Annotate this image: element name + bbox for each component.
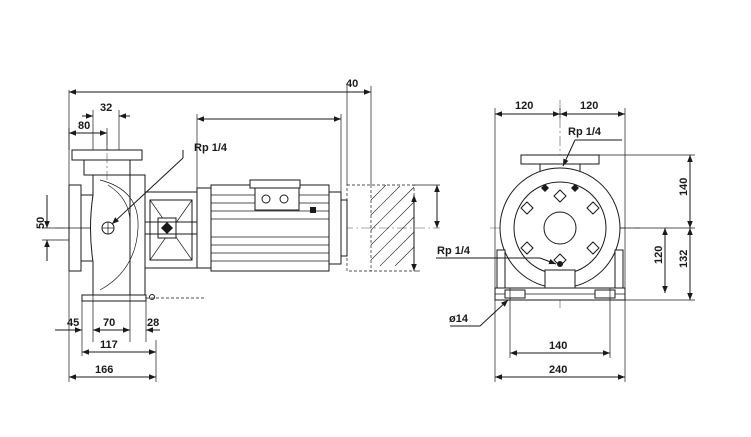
hole-callout: ø14 — [449, 299, 509, 327]
dim-overall-40: 40 — [68, 78, 372, 185]
dim-label: 132 — [678, 250, 690, 268]
dim-32: 32 — [82, 102, 130, 150]
dim-label: 240 — [549, 364, 567, 376]
dim-label: 32 — [100, 102, 112, 114]
dim-label: 117 — [100, 339, 118, 351]
dim-front-140: 140 — [509, 300, 611, 358]
port-label: Rp 1/4 — [568, 126, 602, 138]
dim-front-right: 140 120 132 — [599, 154, 695, 301]
dim-front-top: 120 120 — [494, 100, 626, 288]
motor-bracket — [144, 191, 198, 269]
port-callout-front-bottom: Rp 1/4 — [436, 245, 557, 265]
dim-label: 80 — [78, 120, 90, 132]
front-view: 120 120 Rp 1/4 Rp 1/4 140 120 132 — [436, 100, 695, 382]
dim-80: 80 — [68, 120, 108, 185]
pump-casing — [90, 174, 146, 296]
dim-label: 120 — [515, 100, 533, 112]
dim-front-240: 240 — [494, 300, 626, 382]
dim-label: 140 — [549, 340, 567, 352]
port-callout-side: Rp 1/4 — [111, 142, 228, 225]
front-pedestal — [494, 249, 626, 301]
dim-base-166: 166 — [68, 271, 157, 382]
terminal-box — [249, 179, 316, 213]
dim-label: 166 — [95, 364, 113, 376]
port-label: Rp 1/4 — [194, 142, 228, 154]
dim-label: 140 — [678, 178, 690, 196]
dim-label: 28 — [147, 317, 159, 329]
suction-flange — [68, 184, 94, 272]
dim-label: 45 — [67, 317, 79, 329]
dim-motor-length — [196, 114, 342, 192]
port-label: Rp 1/4 — [437, 245, 471, 257]
dim-label: 40 — [346, 78, 358, 90]
dim-label: 50 — [35, 217, 47, 229]
dim-base-row1: 45 70 28 — [55, 295, 160, 342]
dim-50: 50 — [35, 195, 69, 261]
dim-label: 120 — [580, 100, 598, 112]
port-callout-front-top: Rp 1/4 — [562, 126, 622, 167]
dim-side-right — [411, 184, 440, 272]
side-view: 40 32 80 Rp 1/4 — [35, 78, 440, 382]
hole-label: ø14 — [449, 313, 469, 325]
dim-label: 70 — [103, 317, 115, 329]
dim-label: 120 — [653, 246, 665, 264]
dim-base-117: 117 — [81, 339, 157, 356]
base-plate — [81, 294, 205, 302]
